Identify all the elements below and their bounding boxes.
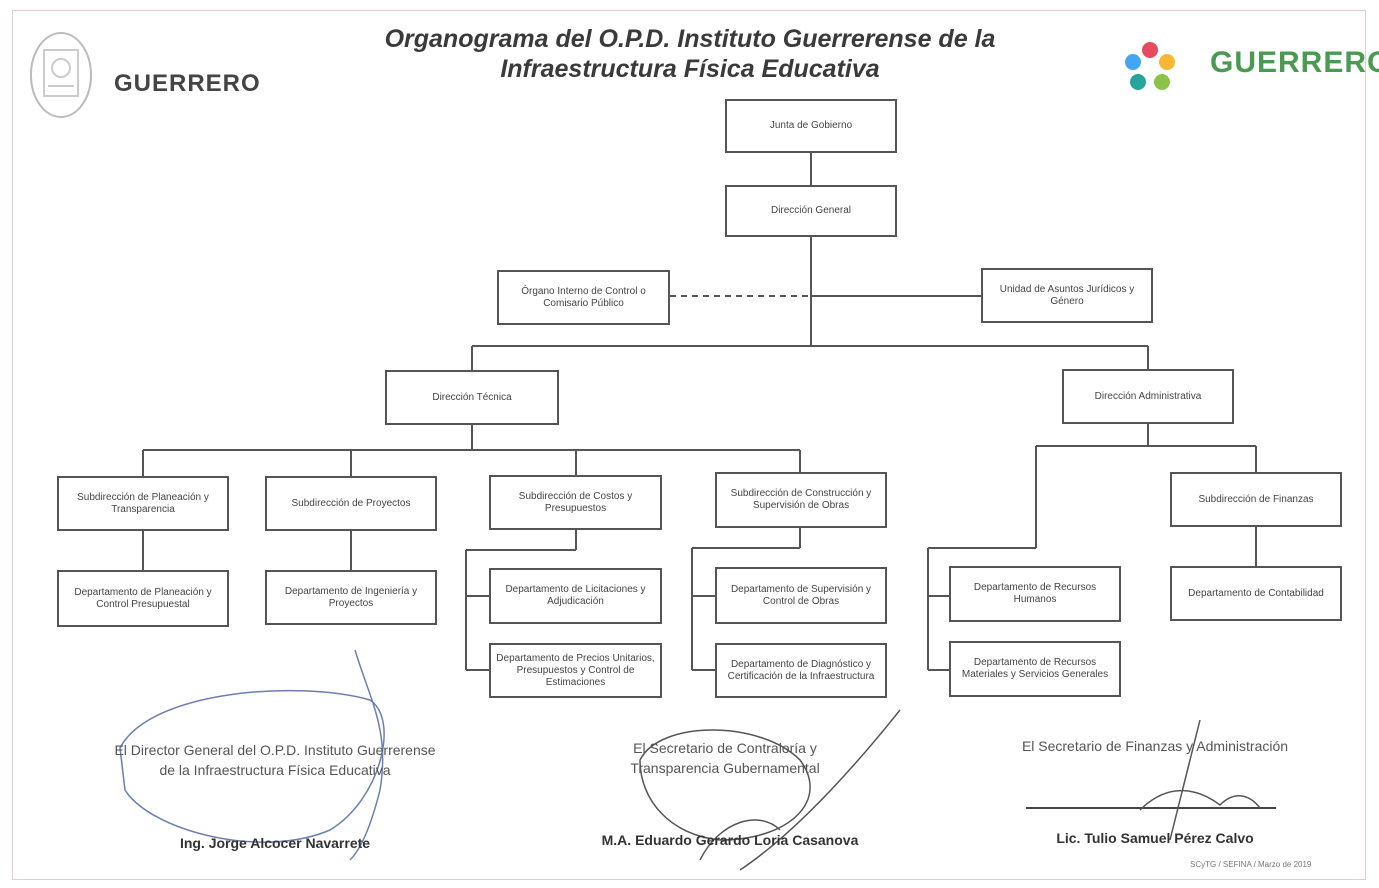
guerrero-seal-logo <box>26 28 96 122</box>
org-box-junta: Junta de Gobierno <box>725 99 897 153</box>
org-box-sub-costos: Subdirección de Costos y Presupuestos <box>489 475 662 530</box>
org-box-organo-interno: Órgano Interno de Control o Comisario Pú… <box>497 270 670 325</box>
signature-role-3-line1: El Secretario de Finanzas y Administraci… <box>1021 738 1289 754</box>
signature-role-1-line1: El Director General del O.P.D. Instituto… <box>114 742 436 758</box>
page-title-line2: Infraestructura Física Educativa <box>500 55 880 83</box>
org-box-sub-planeacion: Subdirección de Planeación y Transparenc… <box>57 476 229 531</box>
org-box-dep-supervision: Departamento de Supervisión y Control de… <box>715 567 887 624</box>
signature-name-3: Lic. Tulio Samuel Pérez Calvo <box>1056 830 1254 846</box>
org-box-dep-contabilidad: Departamento de Contabilidad <box>1170 566 1342 621</box>
left-logo-text: GUERRERO <box>114 70 261 97</box>
signature-role-1-line2: de la Infraestructura Física Educativa <box>159 762 391 778</box>
org-box-dep-licitaciones: Departamento de Licitaciones y Adjudicac… <box>489 568 662 624</box>
org-box-dep-planeacion: Departamento de Planeación y Control Pre… <box>57 570 229 627</box>
signature-name-2: M.A. Eduardo Gerardo Loria Casanova <box>601 832 859 848</box>
signature-name-1: Ing. Jorge Alcocer Navarrete <box>179 835 371 851</box>
org-box-dep-rh: Departamento de Recursos Humanos <box>949 566 1121 622</box>
org-box-direccion-tecnica: Dirección Técnica <box>385 370 559 425</box>
org-box-sub-construccion: Subdirección de Construcción y Supervisi… <box>715 472 887 528</box>
signature-role-2-line1: El Secretario de Contraloría y <box>633 740 817 756</box>
guerrero-flower-logo <box>1122 40 1178 96</box>
org-box-dep-diagnostico: Departamento de Diagnóstico y Certificac… <box>715 643 887 698</box>
org-box-dep-precios: Departamento de Precios Unitarios, Presu… <box>489 643 662 698</box>
page-title-line1: Organograma del O.P.D. Instituto Guerrer… <box>384 25 996 53</box>
org-box-dep-materiales: Departamento de Recursos Materiales y Se… <box>949 641 1121 697</box>
org-box-direccion-administrativa: Dirección Administrativa <box>1062 369 1234 424</box>
page-frame <box>12 10 1366 880</box>
org-box-direccion-general: Dirección General <box>725 185 897 237</box>
org-box-dep-ingenieria: Departamento de Ingeniería y Proyectos <box>265 570 437 625</box>
footer-reference: SCyTG / SEFINA / Marzo de 2019 <box>1190 860 1312 869</box>
org-box-sub-proyectos: Subdirección de Proyectos <box>265 476 437 531</box>
org-box-unidad-juridicos: Unidad de Asuntos Jurídicos y Género <box>981 268 1153 323</box>
org-box-sub-finanzas: Subdirección de Finanzas <box>1170 472 1342 527</box>
signature-role-2-line2: Transparencia Gubernamental <box>630 760 820 776</box>
right-logo-text: GUERRERO <box>1210 46 1379 79</box>
